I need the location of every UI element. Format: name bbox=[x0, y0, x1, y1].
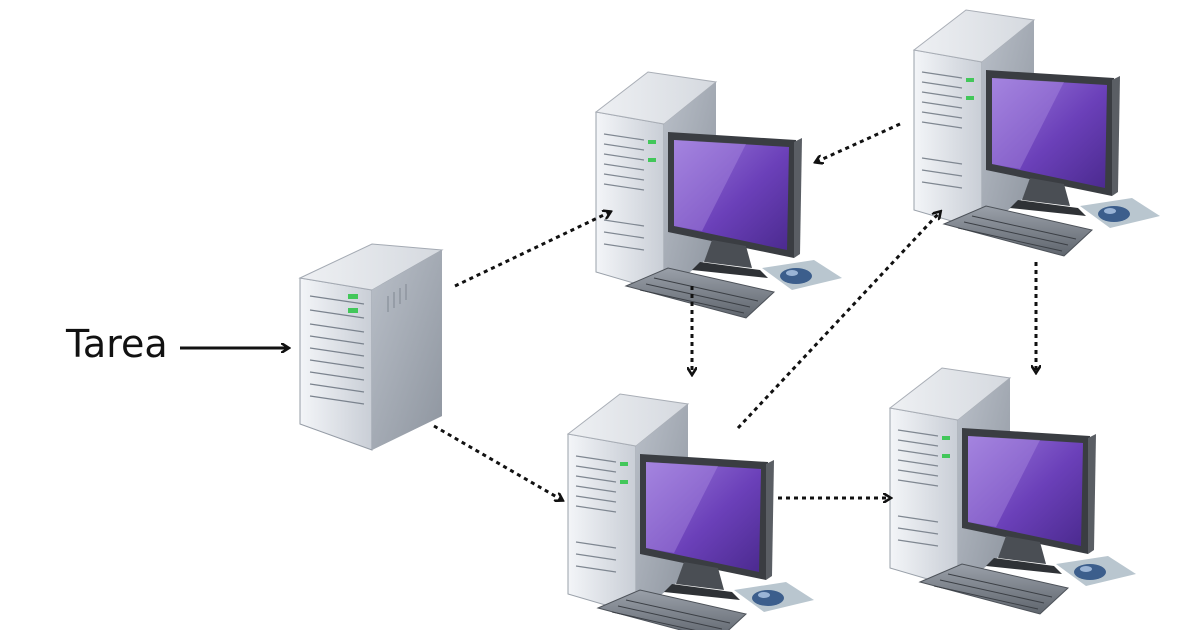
workstation-bottom-right bbox=[889, 367, 1137, 615]
workstation-top-right bbox=[913, 9, 1161, 257]
workstation-bottom-middle bbox=[567, 393, 815, 630]
arrow-bottom-middle-to-top-right bbox=[736, 212, 940, 430]
arrow-server-to-bottom-middle bbox=[433, 424, 562, 500]
workstation-top-middle bbox=[595, 71, 843, 319]
arrow-top-right-to-top-middle bbox=[816, 122, 901, 162]
task-label: Tarea bbox=[66, 322, 168, 366]
arrow-server-to-top-middle bbox=[454, 212, 610, 288]
server-tower bbox=[298, 243, 444, 451]
